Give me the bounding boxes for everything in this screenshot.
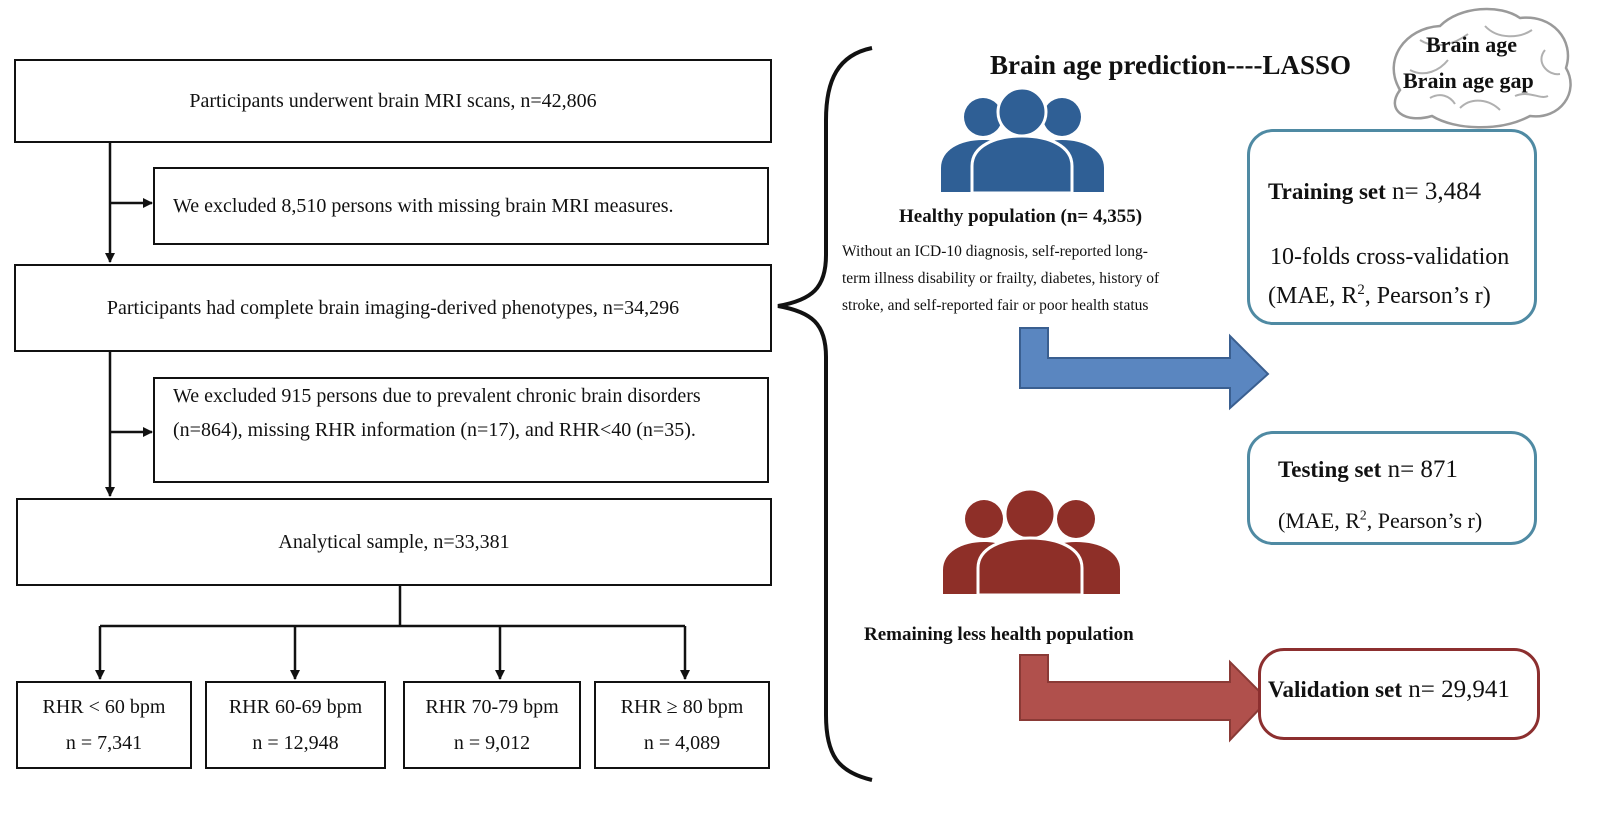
blue-arrow	[1019, 327, 1270, 411]
training-cv: 10-folds cross-validation	[1270, 244, 1510, 270]
healthy-desc-line: stroke, and self-reported fair or poor h…	[842, 297, 1149, 314]
validation-set-label: Validation set	[1268, 677, 1402, 702]
group-rhr-lt60: RHR < 60 bpm n = 7,341	[16, 681, 192, 769]
group-count: n = 9,012	[453, 732, 531, 754]
metrics-suffix: , Pearson’s r)	[1366, 508, 1483, 533]
healthy-population-title: Healthy population (n= 4,355)	[899, 206, 1143, 227]
step-analytical-sample-text: Analytical sample, n=33,381	[278, 531, 510, 553]
step-complete-phenotypes: Participants had complete brain imaging-…	[14, 264, 772, 352]
step-analytical-sample: Analytical sample, n=33,381	[16, 498, 772, 586]
brain-age-gap-label: Brain age gap	[1403, 68, 1534, 93]
group-count: n = 12,948	[252, 732, 339, 754]
testing-set-box	[1247, 431, 1537, 545]
exclusion-brain-disorders-line1: We excluded 915 persons due to prevalent…	[173, 385, 701, 407]
healthy-desc-line: term illness disability or frailty, diab…	[842, 270, 1160, 287]
group-label: RHR < 60 bpm	[42, 696, 166, 718]
metrics-superscript: 2	[1357, 282, 1365, 298]
testing-metrics: (MAE, R2, Pearson’s r)	[1278, 508, 1482, 534]
red-arrow	[1019, 654, 1270, 743]
brain-age-label: Brain age	[1426, 32, 1518, 57]
validation-set-heading: Validation set n= 29,941	[1268, 676, 1510, 704]
validation-set-box	[1258, 648, 1540, 740]
metrics-prefix: (MAE, R	[1278, 508, 1360, 533]
training-set-heading: Training set n= 3,484	[1268, 178, 1481, 206]
training-set-label: Training set	[1268, 179, 1386, 204]
healthy-desc-line: Without an ICD-10 diagnosis, self-report…	[842, 243, 1148, 260]
validation-set-value: n= 29,941	[1401, 676, 1510, 703]
exclusion-missing-mri: We excluded 8,510 persons with missing b…	[153, 167, 769, 245]
step-complete-phenotypes-text: Participants had complete brain imaging-…	[106, 297, 680, 319]
group-label: RHR 60-69 bpm	[228, 696, 363, 718]
curly-brace	[777, 46, 873, 782]
exclusion-missing-mri-text: We excluded 8,510 persons with missing b…	[173, 195, 674, 217]
group-rhr-70-79: RHR 70-79 bpm n = 9,012	[403, 681, 581, 769]
testing-set-heading: Testing set n= 871	[1278, 456, 1458, 484]
prediction-title: Brain age prediction----LASSO	[990, 50, 1352, 80]
metrics-prefix: (MAE, R	[1268, 283, 1358, 309]
group-label: RHR ≥ 80 bpm	[620, 696, 744, 718]
healthy-population-desc: Without an ICD-10 diagnosis, self-report…	[842, 238, 1159, 319]
training-set-box	[1247, 129, 1537, 325]
group-count: n = 7,341	[65, 732, 143, 754]
step-mri-scans-text: Participants underwent brain MRI scans, …	[189, 90, 597, 112]
exclusion-brain-disorders: We excluded 915 persons due to prevalent…	[153, 377, 769, 483]
testing-set-value: n= 871	[1381, 456, 1458, 483]
group-count: n = 4,089	[643, 732, 721, 754]
group-rhr-60-69: RHR 60-69 bpm n = 12,948	[205, 681, 386, 769]
metrics-superscript: 2	[1359, 507, 1367, 523]
metrics-suffix: , Pearson’s r)	[1364, 283, 1491, 309]
training-set-value: n= 3,484	[1385, 178, 1482, 205]
testing-set-label: Testing set	[1278, 457, 1382, 482]
brain-icon	[1392, 7, 1572, 129]
healthy-population-icon	[941, 86, 1104, 195]
exclusion-brain-disorders-line2: (n=864), missing RHR information (n=17),…	[173, 419, 696, 441]
remaining-population-icon	[943, 487, 1120, 597]
training-metrics: (MAE, R2, Pearson’s r)	[1268, 283, 1491, 310]
remaining-population-title: Remaining less health population	[864, 624, 1134, 645]
group-rhr-ge80: RHR ≥ 80 bpm n = 4,089	[594, 681, 770, 769]
group-label: RHR 70-79 bpm	[425, 696, 559, 718]
step-mri-scans: Participants underwent brain MRI scans, …	[14, 59, 772, 143]
